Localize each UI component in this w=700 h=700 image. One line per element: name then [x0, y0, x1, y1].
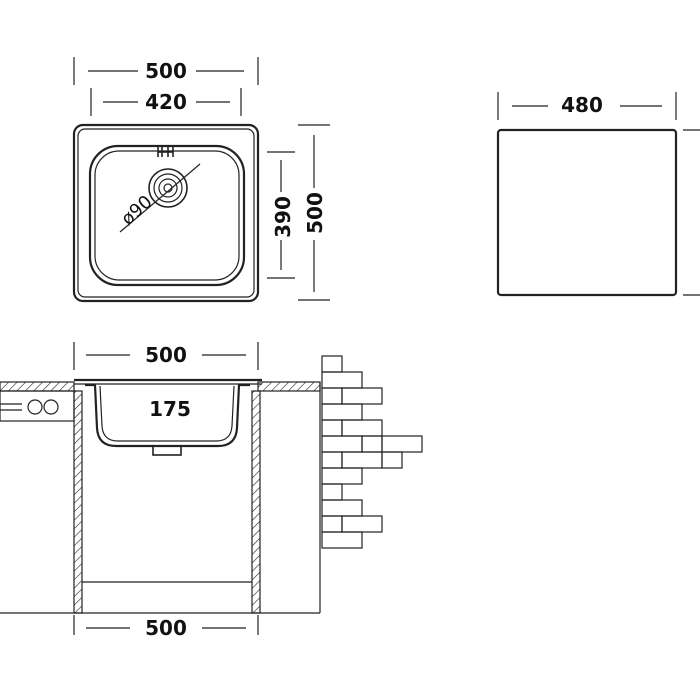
bowl-depth-label: 175	[149, 397, 191, 421]
brick-wall	[321, 355, 423, 549]
sink-side-view: 500 175	[0, 342, 423, 640]
sink-rim-outline	[72, 123, 260, 303]
cabinet-height-dimension: 480	[683, 129, 700, 296]
outer-width-dimension: 500	[73, 57, 259, 85]
side-top-width-label: 500	[145, 343, 187, 367]
sink-top-view: 500 420 ø	[72, 57, 330, 303]
countertop-left	[0, 381, 75, 422]
cabinet-outline	[496, 128, 678, 297]
countertop-right	[257, 381, 321, 392]
overflow-icon	[157, 147, 174, 157]
inner-width-dimension: 420	[90, 88, 242, 116]
drain-icon	[119, 163, 201, 233]
outer-height-label: 500	[303, 192, 327, 234]
inner-height-label: 390	[271, 196, 295, 238]
sink-bowl-outline	[88, 144, 246, 287]
drain-outlet	[152, 445, 182, 456]
cabinet-width-label: 480	[561, 93, 603, 117]
cabinet-wall-right	[251, 390, 261, 614]
cabinet-width-dimension: 480	[497, 92, 677, 120]
inner-height-dimension: 390	[267, 151, 295, 279]
side-bottom-width-dimension: 500	[73, 615, 259, 640]
inner-width-label: 420	[145, 90, 187, 114]
cabinet-top-view: 480 480	[496, 92, 700, 297]
side-top-width-dimension: 500	[73, 342, 259, 370]
outer-height-dimension: 500	[298, 124, 330, 301]
stove-knobs-icon	[0, 399, 59, 415]
side-bottom-width-label: 500	[145, 616, 187, 640]
outer-width-label: 500	[145, 59, 187, 83]
cabinet-wall-left	[73, 390, 83, 614]
cabinet-height-label: 480	[696, 191, 700, 233]
